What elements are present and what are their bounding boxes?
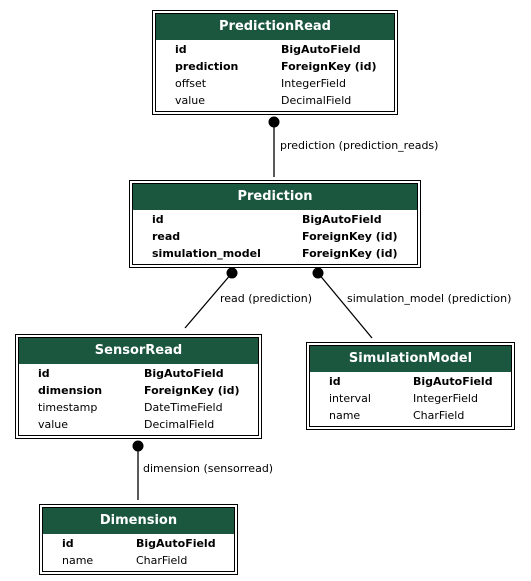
field-type: ForeignKey (id) bbox=[281, 60, 377, 73]
relation-line-prediction-sensorread bbox=[184, 272, 233, 329]
model-sensorread: SensorRead id BigAutoField dimension For… bbox=[15, 334, 262, 439]
field-row: value DecimalField bbox=[156, 92, 394, 109]
field-row: interval IntegerField bbox=[310, 390, 511, 407]
model-prediction: Prediction id BigAutoField read ForeignK… bbox=[129, 180, 421, 268]
field-type: CharField bbox=[413, 409, 465, 422]
field-row: timestamp DateTimeField bbox=[19, 399, 258, 416]
field-row: id BigAutoField bbox=[43, 535, 234, 552]
field-type: BigAutoField bbox=[144, 367, 224, 380]
field-type: DecimalField bbox=[281, 94, 352, 107]
field-name: dimension bbox=[38, 384, 103, 397]
field-row: offset IntegerField bbox=[156, 75, 394, 92]
field-name: id bbox=[175, 43, 187, 56]
field-name: name bbox=[62, 554, 94, 567]
field-type: DecimalField bbox=[144, 418, 215, 431]
field-type: BigAutoField bbox=[136, 537, 216, 550]
relation-line-prediction-simulationmodel bbox=[317, 272, 373, 339]
field-name: name bbox=[329, 409, 361, 422]
field-type: DateTimeField bbox=[144, 401, 223, 414]
field-name: value bbox=[175, 94, 206, 107]
field-row: id BigAutoField bbox=[310, 373, 511, 390]
model-title: SimulationModel bbox=[310, 346, 511, 372]
field-row: dimension ForeignKey (id) bbox=[19, 382, 258, 399]
field-type: ForeignKey (id) bbox=[144, 384, 240, 397]
relation-label-simulation-model: simulation_model (prediction) bbox=[347, 292, 512, 305]
field-row: id BigAutoField bbox=[156, 41, 394, 58]
model-dimension: Dimension id BigAutoField name CharField bbox=[39, 504, 238, 575]
field-row: read ForeignKey (id) bbox=[133, 228, 417, 245]
field-type: ForeignKey (id) bbox=[302, 247, 398, 260]
field-row: id BigAutoField bbox=[19, 365, 258, 382]
relation-dot-sensorread bbox=[132, 440, 144, 452]
field-name: timestamp bbox=[38, 401, 98, 414]
field-name: id bbox=[62, 537, 74, 550]
field-name: value bbox=[38, 418, 69, 431]
field-name: read bbox=[152, 230, 181, 243]
field-type: IntegerField bbox=[281, 77, 346, 90]
field-name: id bbox=[38, 367, 50, 380]
field-row: name CharField bbox=[43, 552, 234, 569]
field-row: value DecimalField bbox=[19, 416, 258, 433]
model-title: SensorRead bbox=[19, 338, 258, 364]
field-name: id bbox=[329, 375, 341, 388]
relation-label-read: read (prediction) bbox=[220, 292, 313, 305]
field-row: simulation_model ForeignKey (id) bbox=[133, 245, 417, 262]
field-type: CharField bbox=[136, 554, 188, 567]
field-type: ForeignKey (id) bbox=[302, 230, 398, 243]
relation-dot-prediction-read bbox=[226, 267, 238, 279]
model-title: Dimension bbox=[43, 508, 234, 534]
field-name: simulation_model bbox=[152, 247, 261, 260]
field-type: BigAutoField bbox=[413, 375, 493, 388]
relation-dot-predictionread bbox=[268, 116, 280, 128]
relation-label-prediction-reads: prediction (prediction_reads) bbox=[280, 139, 439, 152]
relation-label-dimension: dimension (sensorread) bbox=[143, 462, 274, 475]
relation-dot-prediction-simulation bbox=[312, 267, 324, 279]
field-name: interval bbox=[329, 392, 371, 405]
field-row: prediction ForeignKey (id) bbox=[156, 58, 394, 75]
field-row: name CharField bbox=[310, 407, 511, 424]
field-name: offset bbox=[175, 77, 207, 90]
field-type: BigAutoField bbox=[281, 43, 361, 56]
field-name: id bbox=[152, 213, 164, 226]
model-predictionread: PredictionRead id BigAutoField predictio… bbox=[152, 10, 398, 115]
field-type: BigAutoField bbox=[302, 213, 382, 226]
field-name: prediction bbox=[175, 60, 239, 73]
model-simulationmodel: SimulationModel id BigAutoField interval… bbox=[306, 342, 515, 430]
field-row: id BigAutoField bbox=[133, 211, 417, 228]
model-title: Prediction bbox=[133, 184, 417, 210]
model-title: PredictionRead bbox=[156, 14, 394, 40]
field-type: IntegerField bbox=[413, 392, 478, 405]
